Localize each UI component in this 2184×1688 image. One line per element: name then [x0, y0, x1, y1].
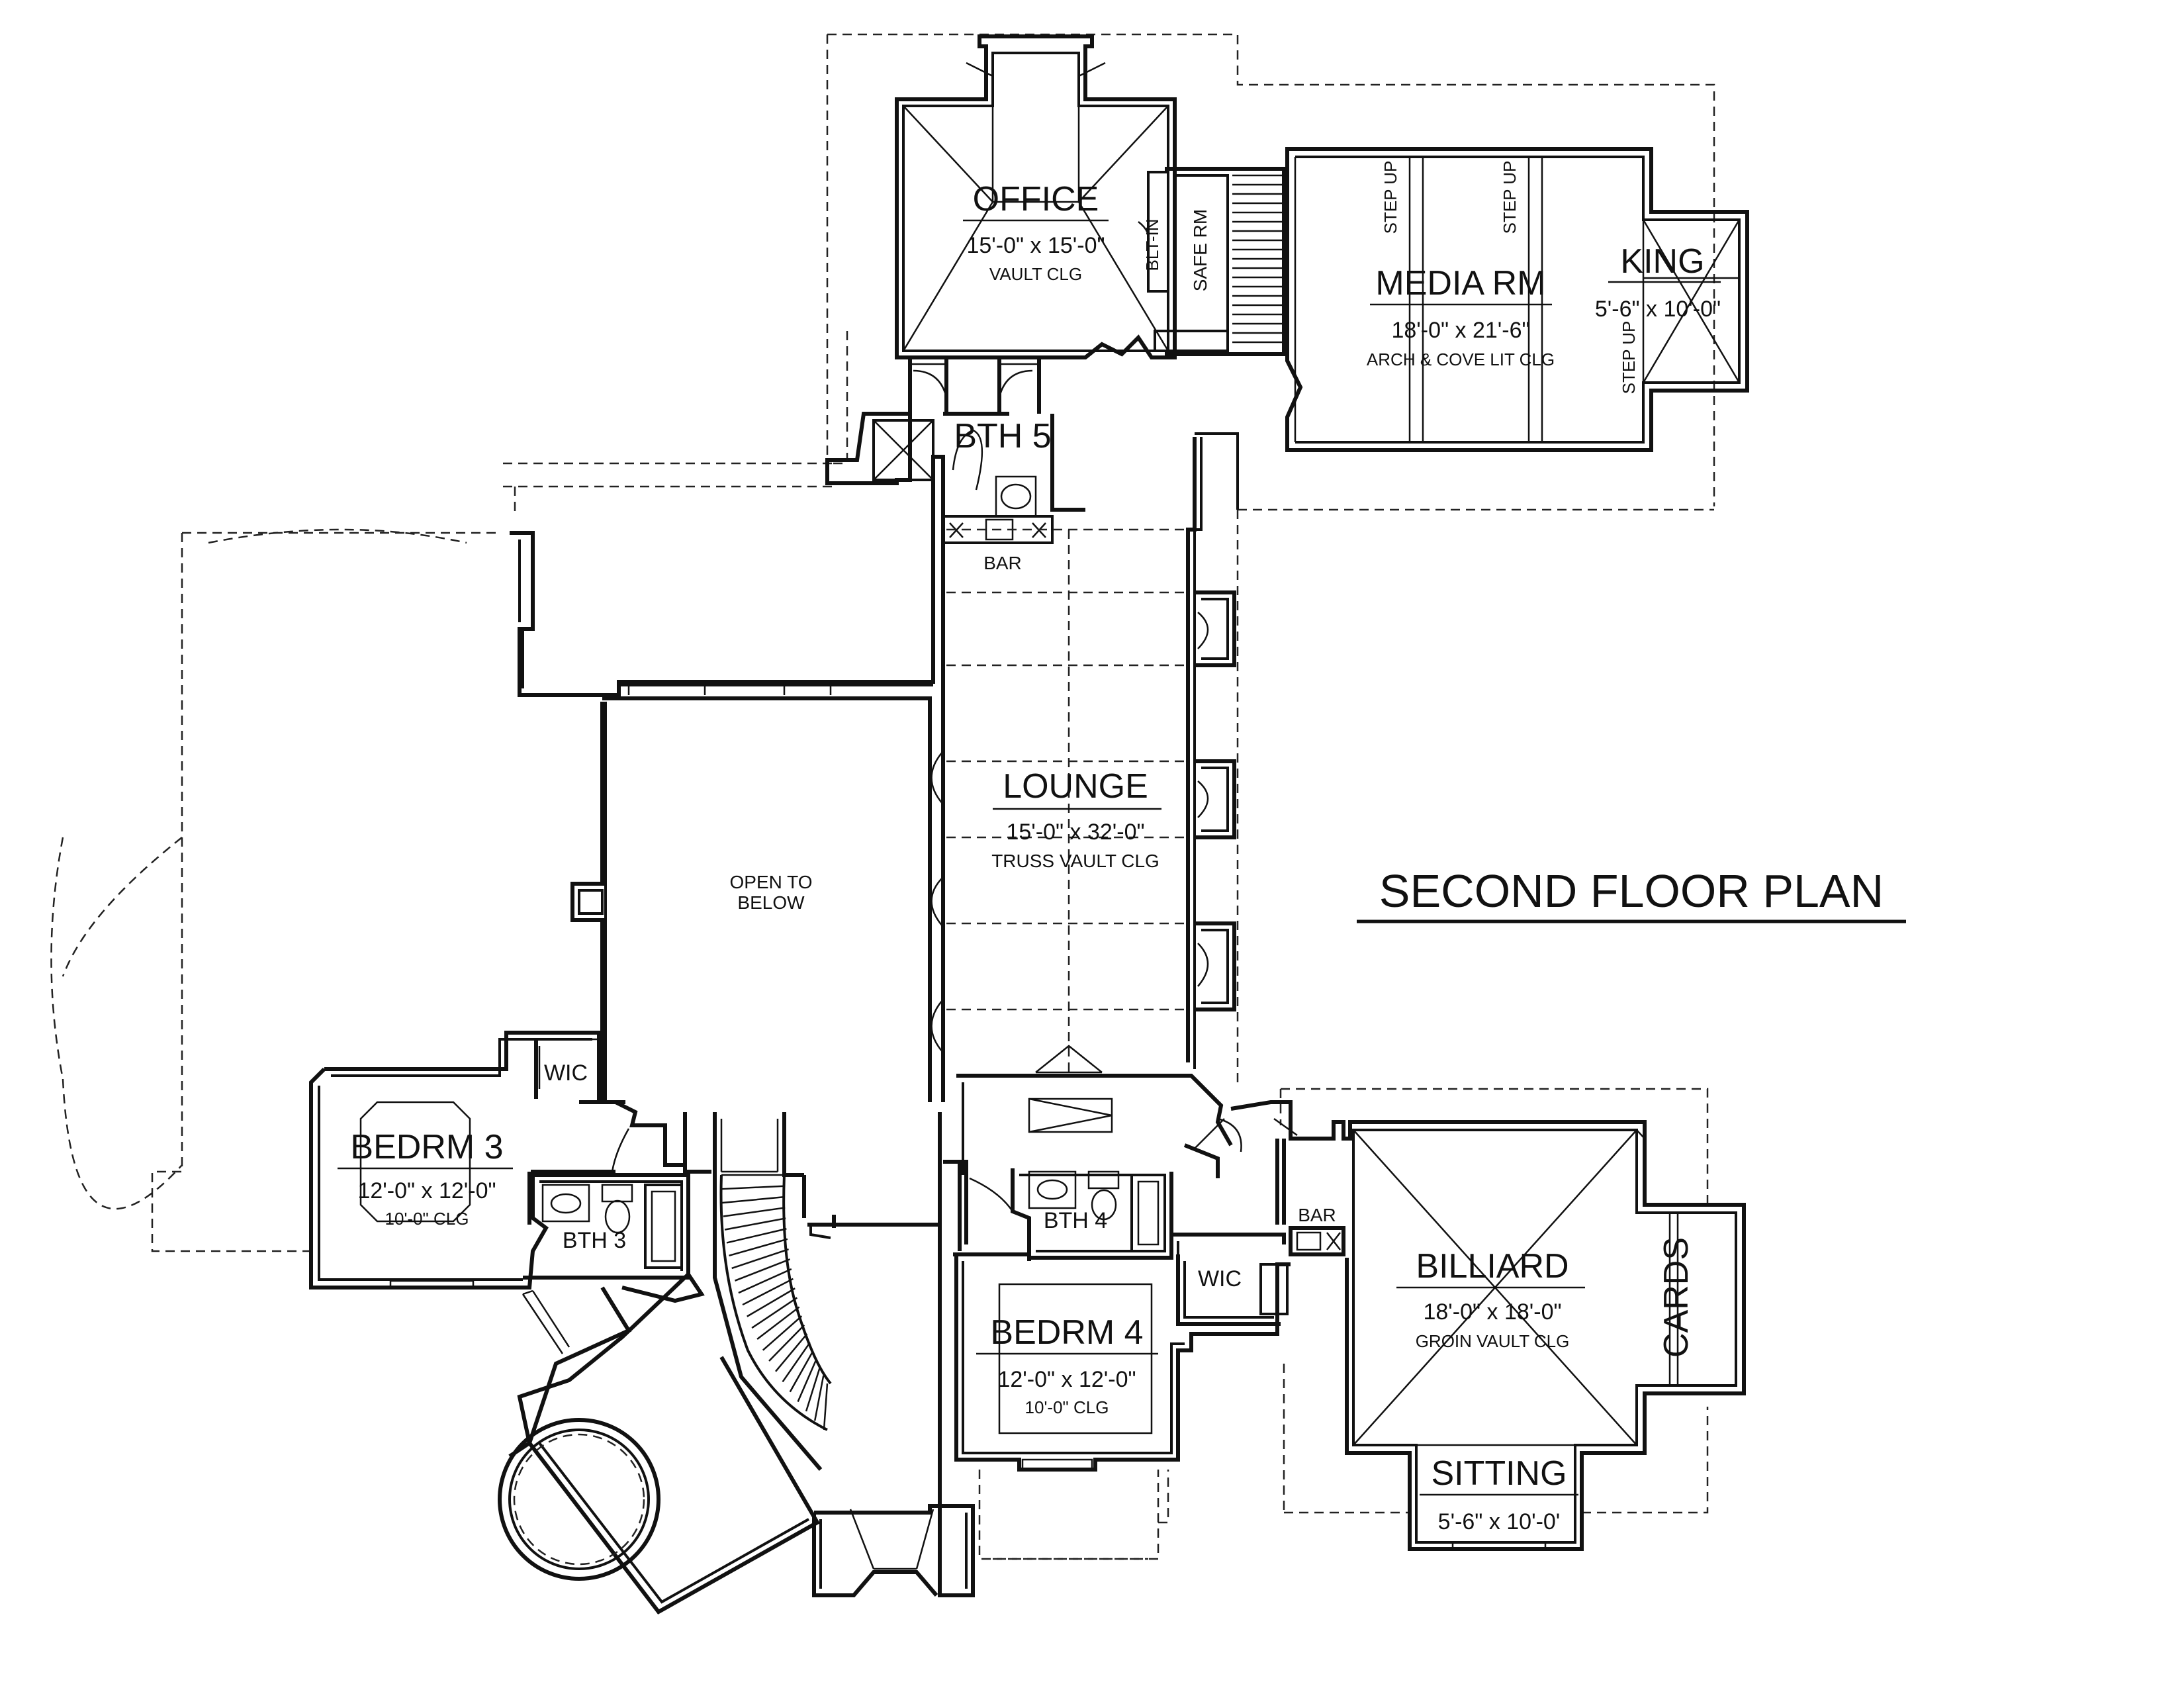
step-up-label-1: STEP UP	[1381, 161, 1400, 234]
stair-tread	[738, 1268, 792, 1294]
stair-tread	[762, 1315, 803, 1351]
stair-tread	[775, 1333, 808, 1372]
bedrm3-name: BEDRM 3	[350, 1128, 503, 1166]
main-stair	[508, 1112, 940, 1471]
bath-5	[825, 357, 1085, 544]
bth4-name: BTH 4	[1044, 1208, 1107, 1233]
media-room	[1285, 147, 1749, 452]
office-room	[895, 34, 1177, 359]
bedrm4-dims: 12'-0" x 12'-0"	[997, 1367, 1136, 1392]
stair-tread	[722, 1196, 785, 1204]
lounge-name: LOUNGE	[1003, 767, 1148, 806]
open-to-below-line1: OPEN TO	[729, 872, 812, 892]
stair-tread	[768, 1324, 805, 1362]
bedrm4-name: BEDRM 4	[990, 1313, 1143, 1352]
bth5-name: BTH 5	[954, 417, 1051, 455]
lounge-note: TRUSS VAULT CLG	[991, 851, 1160, 871]
office-dims: 15'-0" x 15'-0"	[966, 233, 1105, 258]
safe-room	[1154, 167, 1286, 356]
billiard-name: BILLIARD	[1416, 1247, 1569, 1286]
west-tower	[498, 1286, 821, 1615]
king-dims: 5'-6" x 10'-0"	[1595, 297, 1721, 322]
bedrm3-dims: 12'-0" x 12'-0"	[357, 1178, 496, 1203]
bedroom-4	[953, 1233, 1291, 1472]
stair-tread	[751, 1297, 798, 1329]
stair-tread	[735, 1258, 791, 1282]
wic3-label: WIC	[544, 1060, 588, 1086]
open-to-below	[570, 696, 932, 1102]
media-rm-name: MEDIA RM	[1375, 264, 1545, 303]
stair-tread	[797, 1359, 817, 1403]
stair-tread	[756, 1306, 800, 1340]
bedrm4-note: 10'-0" CLG	[1025, 1397, 1109, 1417]
open-to-below-line2: BELOW	[737, 892, 805, 913]
stair-tread	[723, 1207, 786, 1217]
stair-tread	[823, 1383, 829, 1430]
billiard-dims: 18'-0" x 18'-0"	[1423, 1299, 1561, 1325]
king-name: KING	[1620, 242, 1704, 281]
wic4-label: WIC	[1198, 1266, 1242, 1291]
sitting-dims: 5'-6" x 10'-0'	[1438, 1509, 1561, 1534]
lower-hall	[956, 1074, 1324, 1178]
roof-outline	[50, 33, 1715, 1560]
stair-outer-curve	[719, 1174, 828, 1431]
sitting-name: SITTING	[1431, 1454, 1567, 1493]
office-note: VAULT CLG	[989, 264, 1082, 284]
billiard-room	[1291, 1120, 1746, 1551]
media-rm-note: ARCH & COVE LIT CLG	[1367, 350, 1555, 369]
lounge-dims: 15'-0" x 32'-0"	[1006, 820, 1144, 845]
stair-tread	[729, 1238, 788, 1257]
stair-tread	[731, 1248, 789, 1270]
step-up-label-2: STEP UP	[1500, 161, 1520, 234]
built-in-label: BLT-IN	[1142, 219, 1162, 271]
bath-4	[943, 1160, 1173, 1260]
stair-tread	[742, 1278, 794, 1306]
safe-rm-label: SAFE RM	[1190, 209, 1210, 291]
bar-upper-label: BAR	[983, 553, 1022, 573]
stair-tread	[726, 1228, 787, 1244]
stair-tread	[814, 1375, 825, 1421]
bedrm3-note: 10'-0" CLG	[385, 1209, 469, 1229]
step-up-label-3: STEP UP	[1619, 321, 1639, 395]
left-upper-block	[510, 455, 945, 697]
bar-lower-label: BAR	[1298, 1205, 1336, 1225]
stair-upper	[1232, 174, 1283, 344]
bth3-name: BTH 3	[563, 1228, 626, 1253]
stair-tread	[721, 1185, 785, 1190]
stair-tread	[747, 1288, 796, 1317]
billiard-note: GROIN VAULT CLG	[1416, 1331, 1570, 1351]
plan-title: SECOND FLOOR PLAN	[1379, 865, 1884, 917]
lounge-room	[931, 432, 1239, 1331]
office-name: OFFICE	[973, 180, 1099, 218]
stair-tread	[782, 1342, 811, 1383]
stair-tread	[724, 1217, 786, 1231]
media-rm-dims: 18'-0" x 21'-6"	[1391, 318, 1529, 343]
cards-label: CARDS	[1657, 1237, 1696, 1358]
labels: OFFICE 15'-0" x 15'-0" VAULT CLG SAFE RM…	[338, 161, 1906, 1534]
bath-3	[523, 1172, 690, 1280]
lower-bar	[1275, 1139, 1345, 1256]
stair-tread	[805, 1367, 821, 1412]
south-bay	[812, 1331, 975, 1597]
stair-tread	[789, 1350, 814, 1393]
stair-curved	[719, 1174, 832, 1431]
bedroom-3	[309, 1031, 711, 1289]
